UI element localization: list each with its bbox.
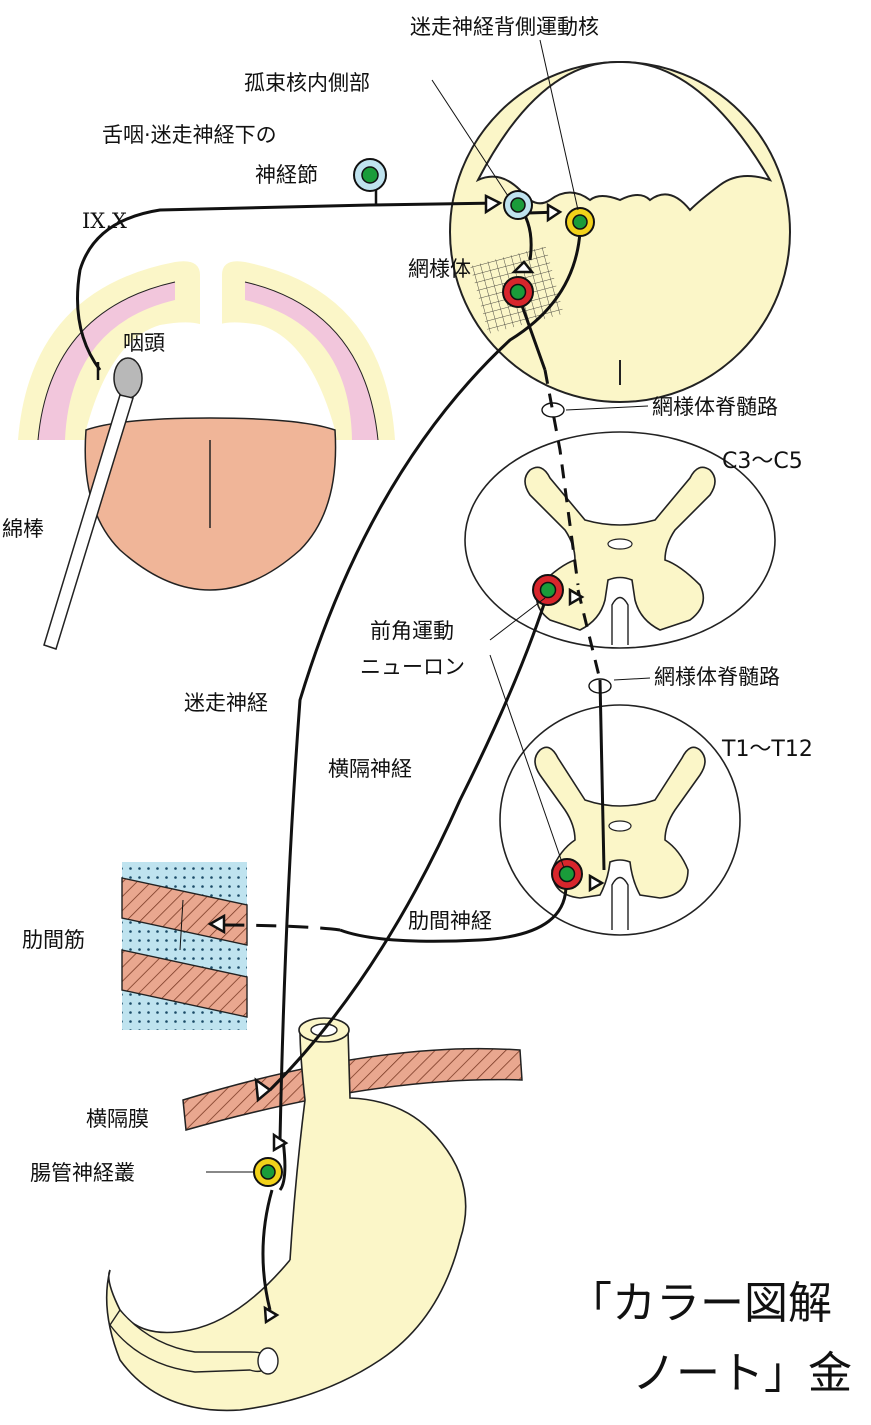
label-ganglion-line1: 舌咽·迷走神経下の xyxy=(102,123,277,147)
label-reticulospinal-tract-1: 網様体脊髄路 xyxy=(652,395,778,419)
neuron-enteric xyxy=(254,1158,282,1186)
label-diaphragm: 横隔膜 xyxy=(86,1107,149,1131)
medulla-section xyxy=(450,62,790,402)
neuron-reticular xyxy=(503,277,533,307)
label-anterior-horn-line1: 前角運動 xyxy=(370,619,454,643)
label-phrenic-nerve: 横隔神経 xyxy=(328,757,412,781)
label-anterior-horn-line2: ニューロン xyxy=(360,655,465,679)
label-reticulospinal-tract-2: 網様体脊髄路 xyxy=(654,665,780,689)
neuron-anterior-horn-thoracic xyxy=(552,859,582,889)
neuron-solitary-medial xyxy=(504,191,532,219)
neuron-anterior-horn-cervical xyxy=(533,575,563,605)
label-cranial-nerves: IX,X xyxy=(82,209,127,233)
neuron-ganglion xyxy=(354,159,386,191)
label-pharynx: 咽頭 xyxy=(123,331,165,355)
label-swab: 綿棒 xyxy=(2,517,44,541)
source-caption-line2: ノート」金 xyxy=(632,1348,852,1399)
label-intercostal-nerve: 肋間神経 xyxy=(408,909,492,933)
label-enteric-plexus: 腸管神経叢 xyxy=(30,1161,135,1185)
label-reticular-formation: 網様体 xyxy=(408,257,471,281)
label-solitary-medial: 孤束核内側部 xyxy=(244,71,370,95)
swab-tip xyxy=(114,358,142,398)
label-segment-cervical: C3〜C5 xyxy=(722,449,803,474)
label-vagus-nerve: 迷走神経 xyxy=(184,691,268,715)
label-ganglion-line2: 神経節 xyxy=(255,163,318,187)
intercostal-muscle-block xyxy=(122,862,247,1030)
label-dorsal-motor-nucleus: 迷走神経背側運動核 xyxy=(410,15,599,39)
neuron-dorsal-motor xyxy=(566,208,594,236)
source-caption-line1: 「カラー図解 xyxy=(568,1278,832,1329)
label-intercostal-muscle: 肋間筋 xyxy=(22,928,85,952)
thoracic-cord-section xyxy=(500,705,740,935)
label-segment-thoracic: T1〜T12 xyxy=(721,737,813,762)
